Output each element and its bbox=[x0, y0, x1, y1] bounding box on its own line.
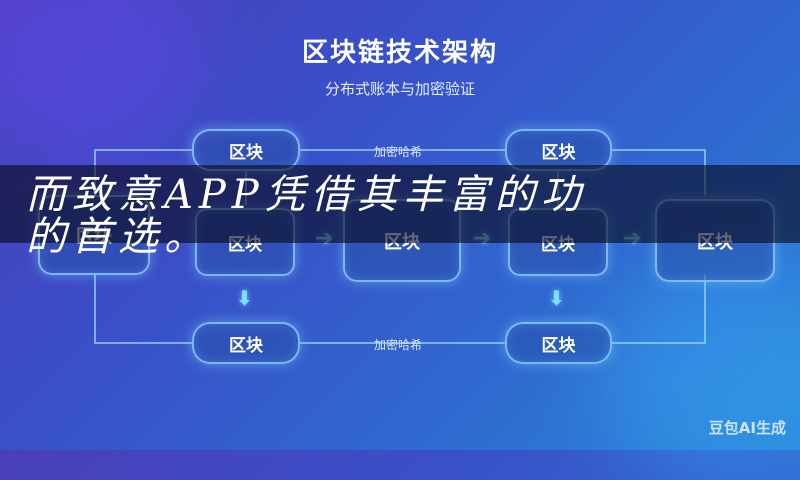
left-bottom-loop-line bbox=[94, 275, 192, 344]
block-bottom-left: 区块 bbox=[192, 322, 300, 364]
block-top-left: 区块 bbox=[192, 129, 300, 171]
caption-overlay bbox=[0, 165, 800, 243]
caption-line-1: 而致意APP凭借其丰富的功 bbox=[26, 172, 587, 218]
right-bottom-loop-line bbox=[612, 275, 706, 344]
block-top-right: 区块 bbox=[505, 129, 612, 171]
diagram-subtitle: 分布式账本与加密验证 bbox=[324, 80, 475, 98]
arrow-down-icon: ⬇ bbox=[548, 286, 565, 310]
hash-label-top: 加密哈希 bbox=[374, 145, 423, 159]
hash-label-bottom: 加密哈希 bbox=[374, 338, 423, 352]
arrow-down-icon: ⬇ bbox=[236, 286, 253, 310]
block-bottom-right: 区块 bbox=[505, 322, 612, 364]
background-glow bbox=[600, 260, 800, 480]
diagram-title: 区块链技术架构 bbox=[301, 38, 498, 68]
caption-line-2: 的首选。 bbox=[26, 214, 210, 260]
watermark-label: 豆包AI生成 bbox=[708, 419, 786, 437]
